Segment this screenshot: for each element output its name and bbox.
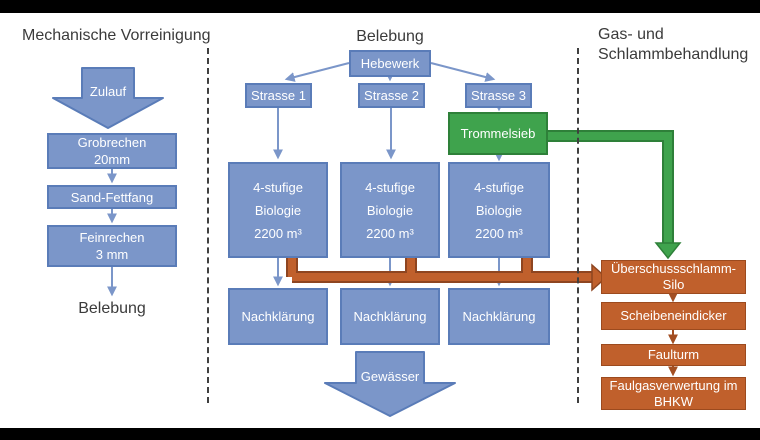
zulauf-arrow-label: Zulauf xyxy=(89,84,127,99)
sieve-pipe xyxy=(548,130,682,260)
section-title-gas-sludge-line1: Gas- und xyxy=(598,26,664,43)
node-faulgasverwertung: Faulgasverwertung im BHKW xyxy=(601,377,746,410)
node-strasse-3-label: Strasse 3 xyxy=(471,88,526,103)
node-biologie-2: 4-stufige Biologie 2200 m³ xyxy=(340,162,440,258)
sludge-pipe xyxy=(286,258,608,292)
zulauf-arrow-shape xyxy=(52,67,164,129)
node-trommelsieb-label: Trommelsieb xyxy=(460,126,536,141)
node-biologie-3-line1: 4-stufige xyxy=(474,179,524,195)
letterbox-top xyxy=(0,0,760,13)
node-biologie-1: 4-stufige Biologie 2200 m³ xyxy=(228,162,328,258)
node-biologie-2-line3: 2200 m³ xyxy=(366,225,414,241)
gewaesser-arrow-label: Gewässer xyxy=(360,369,420,384)
node-scheibeneindicker: Scheibeneindicker xyxy=(601,302,746,330)
node-scheibeneindicker-label: Scheibeneindicker xyxy=(620,308,727,323)
node-feinrechen: Feinrechen 3 mm xyxy=(47,225,177,267)
node-nachklaerung-2-label: Nachklärung xyxy=(353,309,427,324)
sieve-pipe-outline xyxy=(548,130,674,243)
sieve-pipe-body xyxy=(548,132,672,243)
node-strasse-2-label: Strasse 2 xyxy=(364,88,419,103)
section-title-mechanical: Mechanische Vorreinigung xyxy=(22,27,211,44)
node-sand-fettfang: Sand-Fettfang xyxy=(47,185,177,209)
node-biologie-1-line2: Biologie xyxy=(254,202,302,218)
section-divider-right xyxy=(577,48,579,403)
node-sand-fettfang-label: Sand-Fettfang xyxy=(70,189,154,205)
section-divider-left xyxy=(207,48,209,403)
node-faulturm-label: Faulturm xyxy=(647,347,700,362)
sludge-pipe-arrowhead xyxy=(591,263,608,292)
node-feinrechen-line1: Feinrechen xyxy=(79,230,145,245)
node-nachklaerung-1: Nachklärung xyxy=(228,288,328,345)
connector-hebewerk-strasse1 xyxy=(284,62,350,82)
sludge-pipe-body xyxy=(288,258,594,281)
node-hebewerk-label: Hebewerk xyxy=(360,56,420,71)
node-strasse-2: Strasse 2 xyxy=(358,83,425,108)
node-faulgas-line1: Faulgasverwertung im xyxy=(609,377,738,393)
node-biologie-3-line2: Biologie xyxy=(475,202,523,218)
node-biologie-1-line3: 2200 m³ xyxy=(254,225,302,241)
node-silo-line2: Silo xyxy=(662,277,685,292)
node-nachklaerung-3: Nachklärung xyxy=(448,288,550,345)
node-silo-line1: Überschussschlamm- xyxy=(611,261,736,276)
connector-hebewerk-strasse3 xyxy=(430,62,496,82)
section-title-belebung: Belebung xyxy=(356,28,424,45)
node-strasse-1: Strasse 1 xyxy=(245,83,312,108)
node-biologie-3-line3: 2200 m³ xyxy=(475,225,523,241)
letterbox-bottom xyxy=(0,428,760,440)
node-ueberschussschlamm-silo: Überschussschlamm- Silo xyxy=(601,260,746,294)
node-nachklaerung-2: Nachklärung xyxy=(340,288,440,345)
mechanical-outflow-label: Belebung xyxy=(78,300,146,317)
section-title-gas-sludge: Gas- und Schlammbehandlung xyxy=(598,25,748,65)
node-grobrechen: Grobrechen 20mm xyxy=(47,133,177,169)
node-faulgas-line2: BHKW xyxy=(654,393,693,409)
node-feinrechen-line2: 3 mm xyxy=(95,247,129,262)
node-nachklaerung-1-label: Nachklärung xyxy=(241,309,315,324)
node-biologie-1-line1: 4-stufige xyxy=(253,179,303,195)
gewaesser-arrow-shape xyxy=(324,351,456,417)
node-grobrechen-line2: 20mm xyxy=(93,152,131,167)
node-faulturm: Faulturm xyxy=(601,344,746,366)
node-hebewerk: Hebewerk xyxy=(349,50,431,77)
node-grobrechen-line1: Grobrechen xyxy=(77,135,147,150)
node-trommelsieb: Trommelsieb xyxy=(448,112,548,155)
node-strasse-1-label: Strasse 1 xyxy=(251,88,306,103)
node-biologie-2-line1: 4-stufige xyxy=(365,179,415,195)
node-biologie-3: 4-stufige Biologie 2200 m³ xyxy=(448,162,550,258)
sieve-pipe-arrowhead xyxy=(654,242,682,260)
node-strasse-3: Strasse 3 xyxy=(465,83,532,108)
section-title-gas-sludge-line2: Schlammbehandlung xyxy=(598,46,749,63)
node-biologie-2-line2: Biologie xyxy=(366,202,414,218)
node-nachklaerung-3-label: Nachklärung xyxy=(462,309,536,324)
